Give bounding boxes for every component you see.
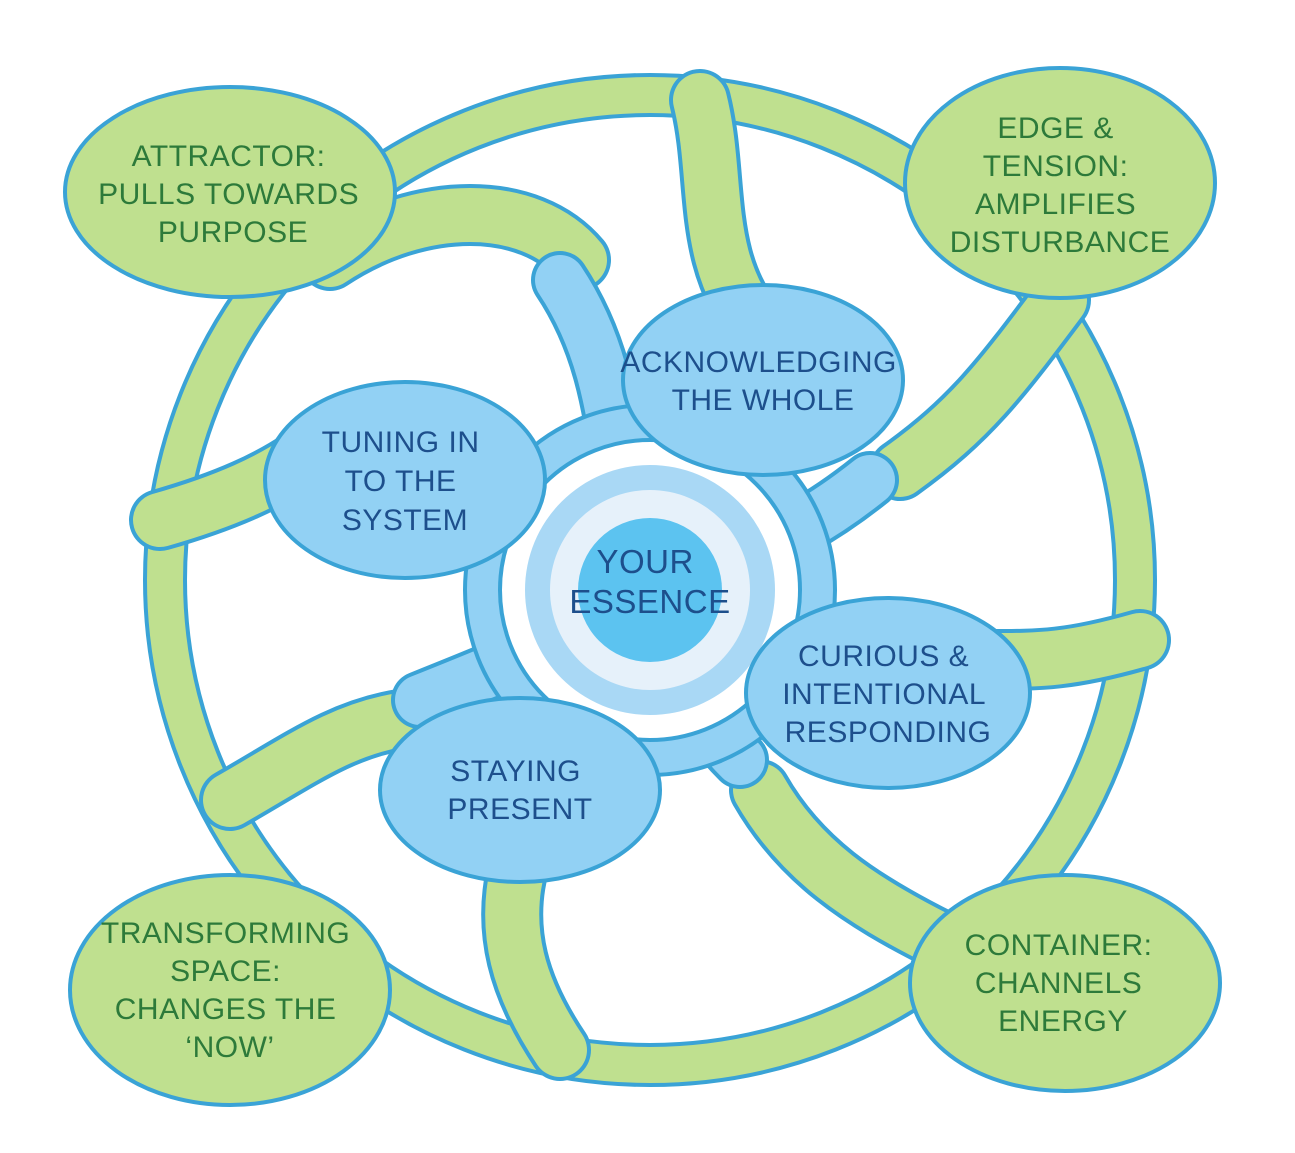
node-staying-present (378, 696, 662, 884)
label-transforming-space: TRANSFORMING SPACE: CHANGES THE ‘NOW’ (101, 917, 359, 1064)
label-staying-present: STAYING PRESENT (447, 755, 592, 826)
node-attractor (63, 85, 397, 299)
label-your-essence: YOUR ESSENCE (569, 543, 730, 620)
node-tuning-in (263, 380, 547, 580)
node-container (908, 873, 1222, 1093)
label-attractor: ATTRACTOR: PULLS TOWARDS PURPOSE (98, 140, 368, 249)
node-transforming-space (68, 873, 392, 1107)
node-curious-intentional (744, 596, 1032, 790)
core-center (578, 518, 722, 662)
label-container: CONTAINER: CHANNELS ENERGY (965, 929, 1162, 1038)
label-edge-tension: EDGE & TENSION: AMPLIFIES DISTURBANCE (950, 112, 1171, 259)
label-acknowledging-the-whole: ACKNOWLEDGING THE WHOLE (620, 346, 905, 417)
label-tuning-in: TUNING IN TO THE SYSTEM (322, 426, 489, 537)
node-edge-tension (903, 66, 1217, 300)
label-curious-intentional: CURIOUS & INTENTIONAL RESPONDING (782, 640, 994, 749)
node-acknowledging-the-whole (621, 283, 905, 477)
